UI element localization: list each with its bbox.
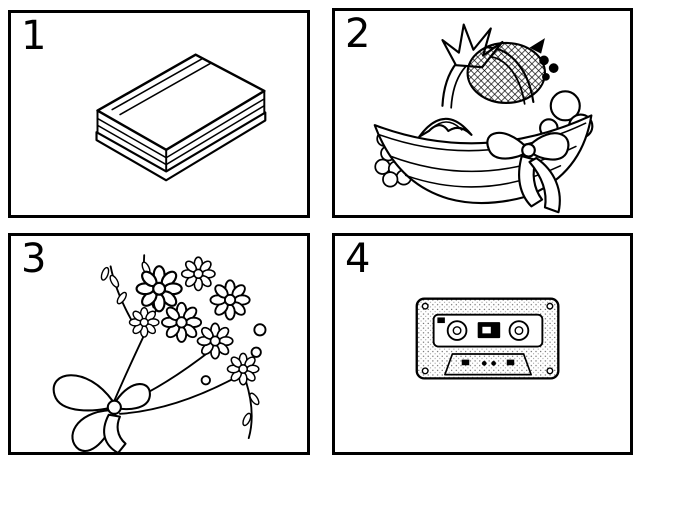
panel-4: 4 bbox=[332, 233, 633, 455]
panel-3: 3 bbox=[8, 233, 310, 455]
book-illustration bbox=[95, 53, 267, 182]
panel-4-number: 4 bbox=[345, 236, 371, 282]
panel-3-number: 3 bbox=[21, 236, 47, 282]
fruit-basket-illustration bbox=[373, 23, 594, 214]
flower-bouquet-illustration bbox=[52, 254, 267, 455]
panel-2: 2 bbox=[332, 8, 633, 218]
panel-2-number: 2 bbox=[345, 11, 371, 57]
panel-1: 1 bbox=[8, 10, 310, 218]
cassette-tape-illustration bbox=[415, 297, 560, 380]
panel-1-number: 1 bbox=[21, 13, 47, 59]
